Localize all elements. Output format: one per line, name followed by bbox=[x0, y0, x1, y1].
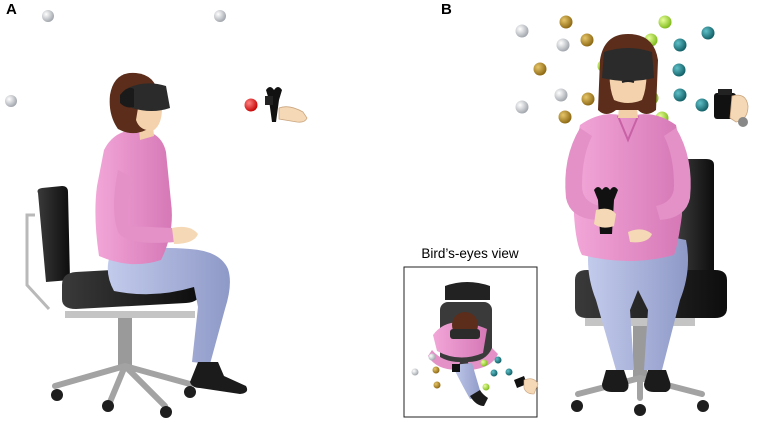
birds-eye-inset bbox=[403, 266, 539, 418]
target-gray bbox=[214, 10, 226, 22]
target-gray bbox=[5, 95, 17, 107]
target-gray bbox=[554, 88, 568, 102]
inset-title: Bird’s-eyes view bbox=[421, 246, 519, 261]
target-gold bbox=[581, 92, 595, 106]
target-gray bbox=[556, 38, 570, 52]
panel-label-a: A bbox=[6, 1, 17, 18]
target-teal bbox=[673, 38, 687, 52]
target-teal bbox=[672, 63, 686, 77]
target-gold bbox=[558, 110, 572, 124]
target-gray bbox=[515, 24, 529, 38]
panel-b-scene bbox=[403, 15, 749, 418]
panel-label-b: B bbox=[441, 1, 452, 18]
target-gold bbox=[580, 33, 594, 47]
target-green bbox=[658, 15, 672, 29]
target-teal bbox=[695, 98, 709, 112]
target-gray bbox=[42, 10, 54, 22]
hand-controller bbox=[714, 89, 749, 127]
target-gray bbox=[515, 100, 529, 114]
target-red bbox=[244, 98, 258, 112]
panel-a-scene bbox=[5, 10, 308, 418]
participant-a bbox=[95, 72, 248, 394]
target-gold bbox=[559, 15, 573, 29]
participant-b bbox=[565, 34, 691, 392]
target-teal bbox=[673, 88, 687, 102]
target-teal bbox=[701, 26, 715, 40]
hand-controller bbox=[265, 87, 308, 123]
target-gold bbox=[533, 62, 547, 76]
